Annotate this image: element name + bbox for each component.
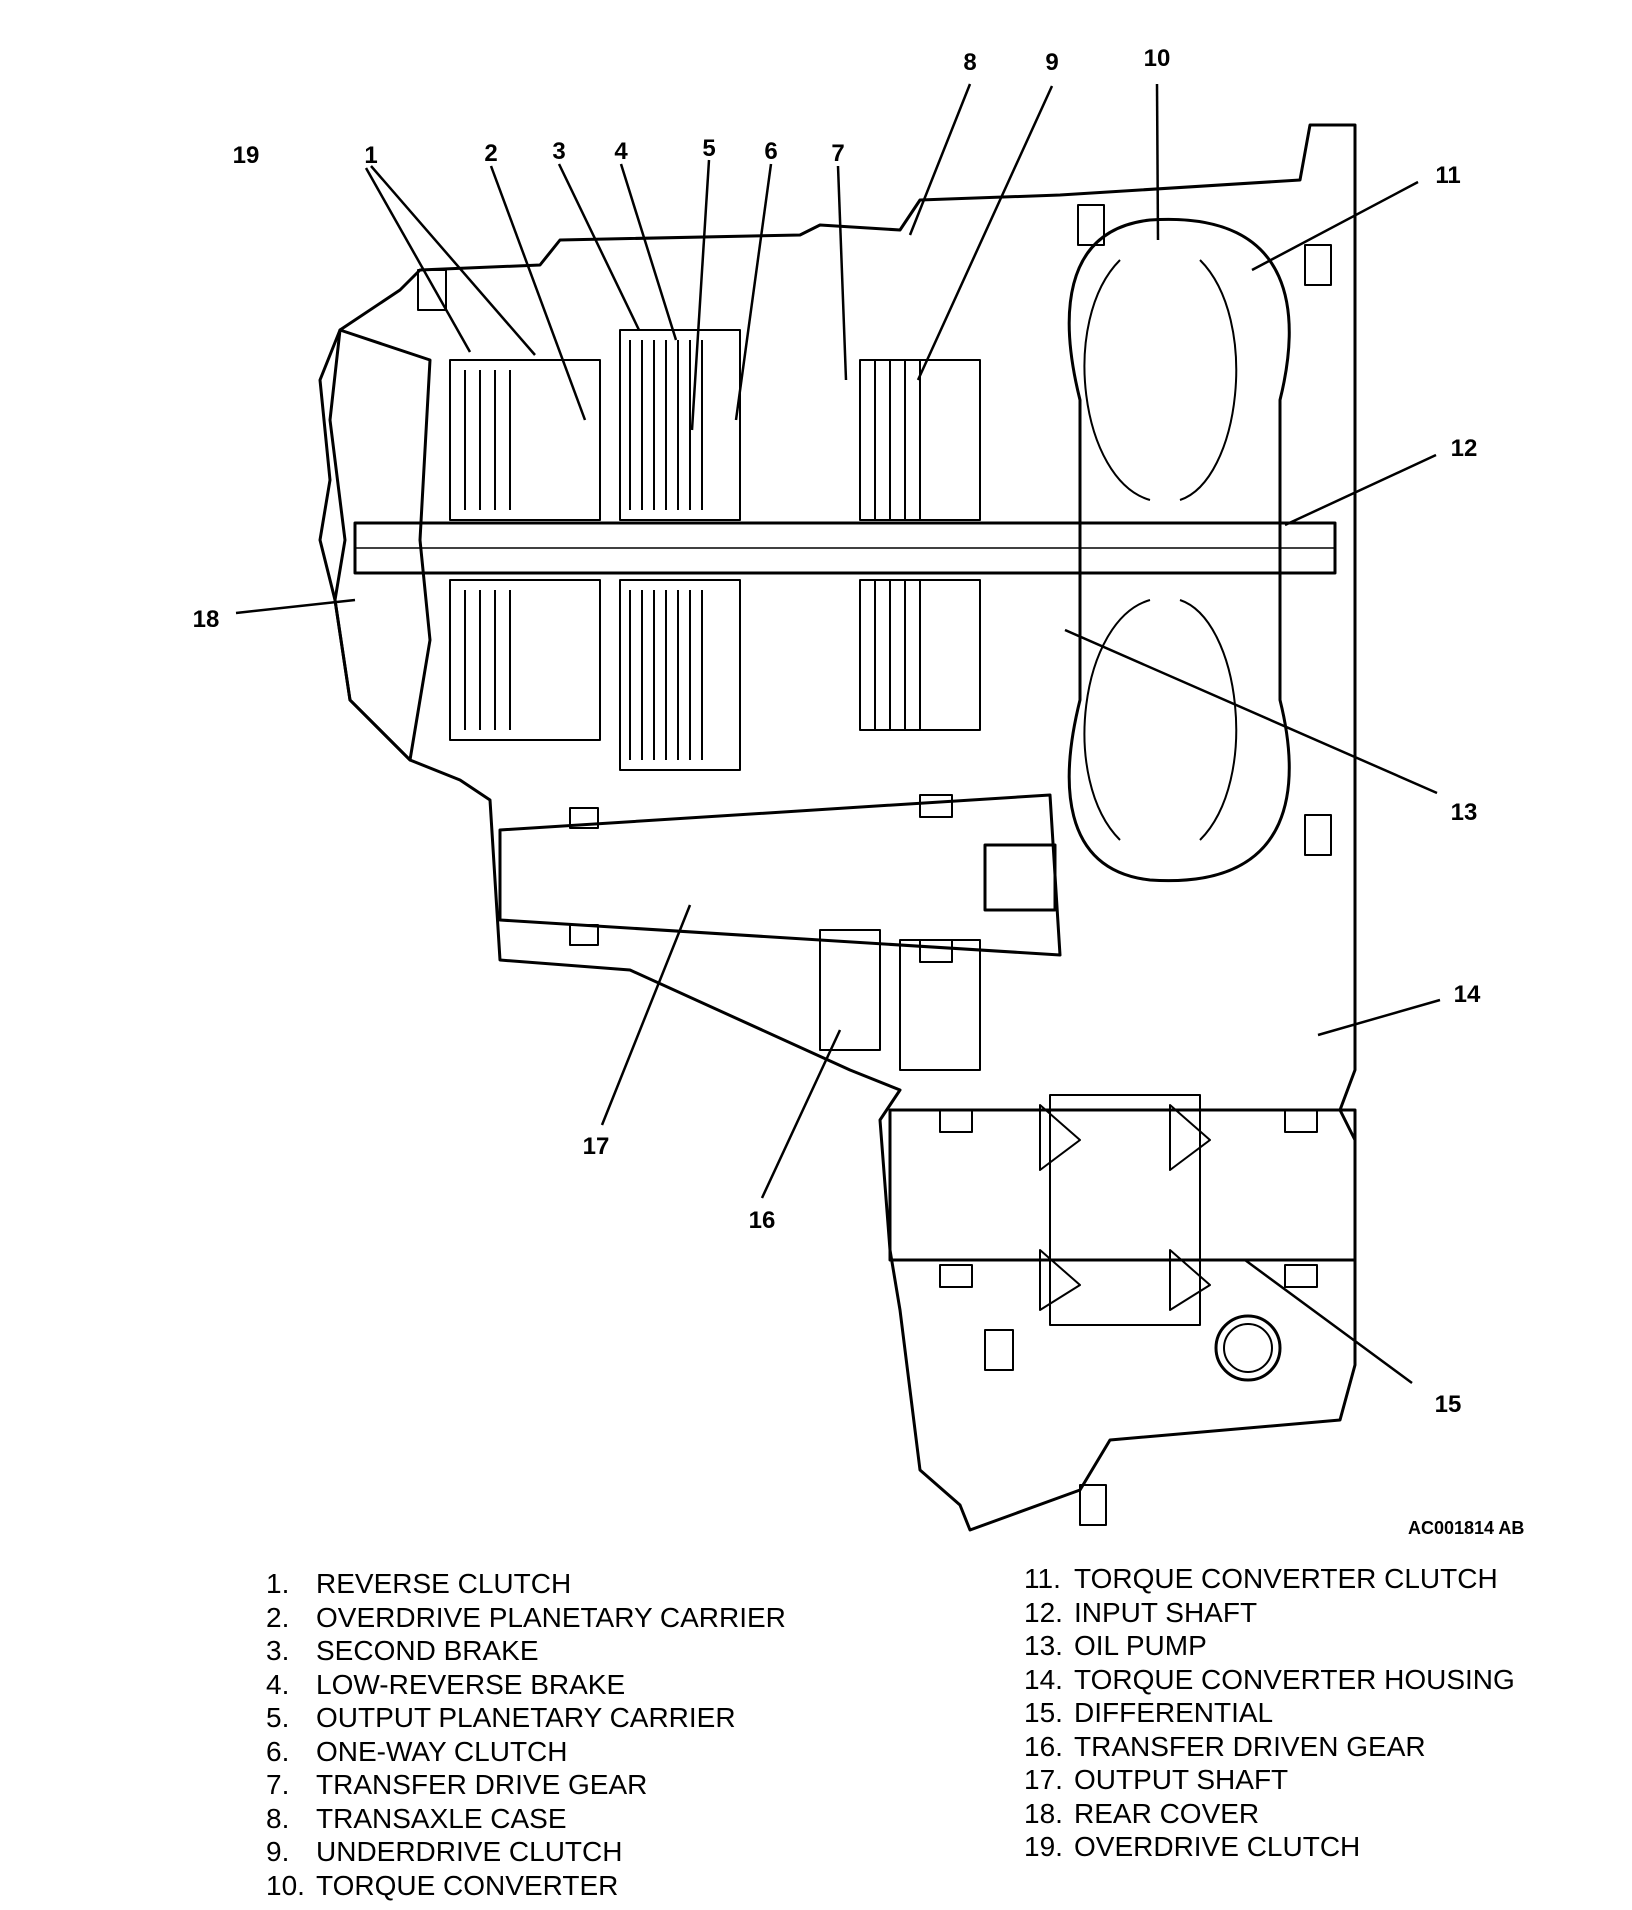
legend-item: 10.TORQUE CONVERTER	[266, 1869, 619, 1901]
drain-plug	[1214, 1314, 1282, 1382]
legend-item: 3.SECOND BRAKE	[266, 1635, 539, 1666]
legend-item: 15.DIFFERENTIAL	[1024, 1697, 1274, 1728]
legend-item: 14.TORQUE CONVERTER HOUSING	[1024, 1663, 1515, 1695]
legend-item: 16.TRANSFER DRIVEN GEAR	[1024, 1730, 1426, 1762]
legend-item: 7.TRANSFER DRIVE GEAR	[266, 1769, 648, 1800]
legend-item: 18.REAR COVER	[1024, 1797, 1260, 1829]
legend-item: 11.TORQUE CONVERTER CLUTCH	[1024, 1563, 1498, 1594]
callout-5: 5	[702, 135, 715, 162]
callout-10: 10	[1144, 45, 1171, 72]
callout-6: 6	[764, 138, 777, 165]
callout-9: 9	[1045, 49, 1058, 76]
figure-id: AC001814 AB	[1408, 1518, 1525, 1538]
callout-13: 13	[1451, 799, 1478, 826]
callout-4: 4	[614, 138, 628, 165]
callout-12: 12	[1451, 435, 1478, 462]
legend-item: 19.OVERDRIVE CLUTCH	[1024, 1831, 1361, 1862]
output-shaft-body	[498, 793, 1062, 957]
callout-2: 2	[484, 140, 497, 167]
callout-1: 1	[364, 142, 377, 169]
legend-item: 5.OUTPUT PLANETARY CARRIER	[266, 1702, 736, 1733]
callout-3: 3	[552, 138, 565, 165]
legend-item: 13.OIL PUMP	[1024, 1630, 1207, 1661]
callout-16: 16	[749, 1207, 776, 1234]
legend-item: 1.REVERSE CLUTCH	[266, 1568, 572, 1599]
legend-item: 2.OVERDRIVE PLANETARY CARRIER	[266, 1601, 786, 1633]
torque-converter	[1067, 217, 1291, 883]
legend-item: 17.OUTPUT SHAFT	[1024, 1764, 1289, 1795]
callout-19: 19	[233, 142, 260, 169]
legend-item: 9.UNDERDRIVE CLUTCH	[266, 1836, 623, 1867]
callout-14: 14	[1454, 981, 1481, 1008]
callout-8: 8	[963, 49, 976, 76]
legend-item: 12.INPUT SHAFT	[1024, 1596, 1258, 1628]
callout-17: 17	[583, 1133, 610, 1160]
rear-cover	[328, 328, 432, 762]
transaxle-cross-section-drawing: 1 2 3 4 5 6 7 8 9 10 11 12 13 14 15 16 1…	[193, 45, 1481, 1532]
callout-15: 15	[1435, 1391, 1462, 1418]
callout-18: 18	[193, 606, 220, 633]
callout-7: 7	[831, 140, 844, 167]
legend-right-column: 11.TORQUE CONVERTER CLUTCH 12.INPUT SHAF…	[1024, 1562, 1515, 1864]
legend-left-column: 1.REVERSE CLUTCH 2.OVERDRIVE PLANETARY C…	[266, 1567, 786, 1902]
legend-item: 6.ONE-WAY CLUTCH	[266, 1735, 568, 1767]
callout-11: 11	[1435, 162, 1460, 189]
legend-item: 8.TRANSAXLE CASE	[266, 1802, 567, 1834]
legend-item: 4.LOW-REVERSE BRAKE	[266, 1668, 626, 1700]
